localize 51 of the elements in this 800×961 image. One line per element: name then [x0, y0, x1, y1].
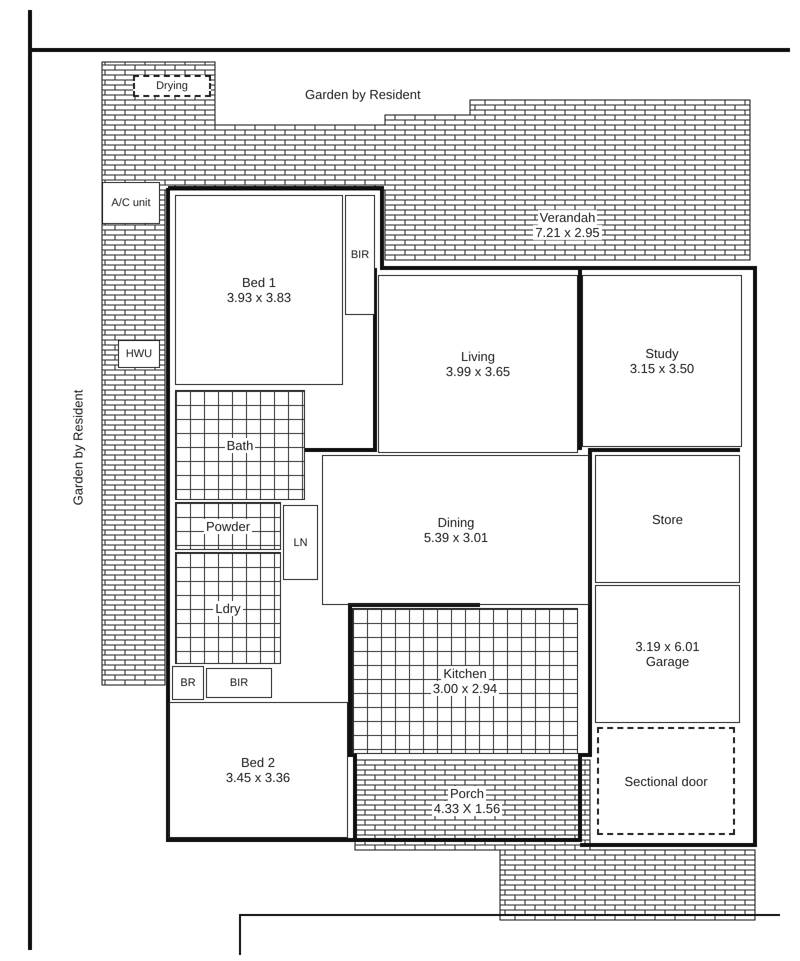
- tiled-room: [352, 608, 578, 754]
- room-label: Store: [650, 512, 686, 526]
- room-label: BIR: [348, 249, 372, 261]
- room-dimensions: 3.93 x 3.83: [224, 290, 294, 305]
- room-label: Kitchen: [441, 666, 489, 681]
- room: [118, 340, 160, 368]
- dashed-area: [133, 75, 211, 97]
- area-label: Garden by Resident: [305, 87, 421, 102]
- room-label: Study: [643, 346, 681, 361]
- room-dimensions: 4.33 X 1.56: [432, 801, 502, 816]
- room-label: Bed 1: [240, 275, 278, 290]
- room-dimensions: 3.15 x 3.50: [628, 361, 696, 376]
- room: [168, 702, 348, 838]
- room: [345, 195, 375, 315]
- dashed-area: [597, 727, 735, 835]
- room-label: Ldry: [213, 600, 243, 616]
- room-label: Bath: [224, 438, 256, 452]
- room-label: HWU: [124, 348, 154, 360]
- room-label: A/C unit: [109, 197, 153, 209]
- room: [102, 182, 160, 224]
- room: [595, 585, 740, 723]
- room-label: Living: [459, 349, 497, 364]
- room-dimensions: 3.45 x 3.36: [224, 770, 292, 785]
- room: [378, 275, 578, 453]
- tiled-room: [175, 502, 281, 550]
- area-label: Garden by Resident: [70, 390, 86, 506]
- room: [175, 195, 343, 385]
- room-label: BR: [178, 677, 198, 689]
- room-label: Sectional door: [622, 774, 710, 788]
- room-label: BIR: [228, 677, 250, 689]
- room: [322, 455, 590, 605]
- room-label: Drying: [154, 80, 190, 92]
- tiled-room: [175, 552, 281, 664]
- room-dimensions: 3.99 x 3.65: [444, 364, 512, 379]
- room-dimensions: 5.39 x 3.01: [422, 530, 490, 545]
- room-dimensions: 3.00 x 2.94: [430, 681, 500, 696]
- room-dimensions: Garage: [644, 654, 692, 669]
- room-label: Dining: [436, 515, 476, 530]
- room-label: LN: [291, 536, 310, 548]
- room: [206, 668, 272, 698]
- room: [172, 666, 204, 700]
- room-label: 3.19 x 6.01: [633, 639, 702, 654]
- tiled-room: [175, 390, 305, 500]
- room-label: Bed 2: [239, 755, 277, 770]
- room-label: Verandah: [538, 210, 598, 225]
- room: [582, 275, 742, 447]
- room: [283, 505, 318, 580]
- room: [595, 455, 740, 583]
- room-label: Powder: [204, 518, 252, 534]
- room-label: Porch: [448, 786, 486, 801]
- room-dimensions: 7.21 x 2.95: [533, 225, 602, 240]
